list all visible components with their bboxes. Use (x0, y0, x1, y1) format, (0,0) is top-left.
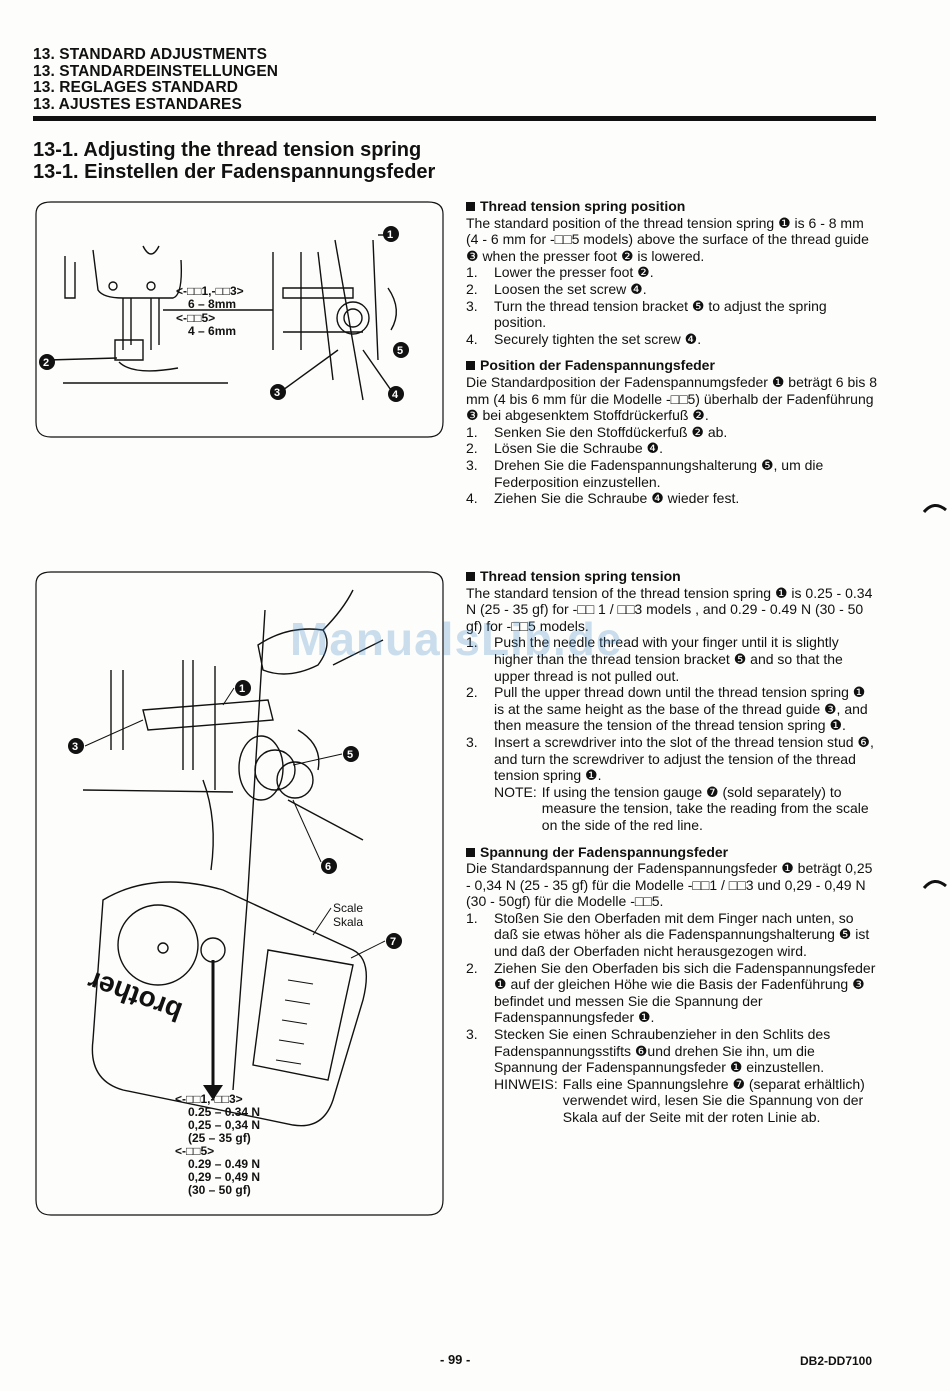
list-item: 1.Push the needle thread with your finge… (466, 634, 843, 684)
en-position-heading: Thread tension spring position (466, 198, 878, 215)
page-number: - 99 - (440, 1352, 471, 1367)
section-title-de: 13-1. Einstellen der Fadenspannungsfeder (33, 161, 436, 183)
fig2-val-a1: 0.25 – 0.34 N (188, 1105, 260, 1119)
en-position-intro: The standard position of the thread tens… (466, 214, 869, 264)
scale-label-de: Skala (333, 915, 363, 929)
callout-1: 1 (387, 229, 393, 241)
fig2-val-a3: (25 – 35 gf) (188, 1131, 251, 1145)
fig2-val-b2: 0,29 – 0,49 N (188, 1170, 260, 1184)
en-note: NOTE:If using the tension gauge ❼ (sold … (494, 783, 869, 833)
list-item: 4.Ziehen Sie die Schraube ❹ wieder fest. (466, 490, 740, 507)
callout-2: 2 (43, 357, 49, 369)
fig2-val-b1: 0.29 – 0.49 N (188, 1157, 260, 1171)
position-text: Thread tension spring position The stand… (466, 198, 878, 507)
en-tension-heading: Thread tension spring tension (466, 568, 878, 585)
callout-5: 5 (397, 345, 403, 357)
watermark: ManualsLib.de (290, 613, 623, 665)
chapter-header: 13. STANDARD ADJUSTMENTS 13. STANDARDEIN… (33, 46, 279, 113)
list-item: 1.Lower the presser foot ❷. (466, 264, 654, 281)
figure-spring-position: 1 2 3 4 5 <-□□1,-□□3> 6 – 8mm <-□□5> 4 –… (35, 201, 444, 438)
list-item: 2.Lösen Sie die Schraube ❹. (466, 440, 663, 457)
margin-mark-icon (922, 504, 947, 514)
list-item: 3.Turn the thread tension bracket ❺ to a… (466, 297, 827, 331)
de-position-heading: Position der Fadenspannungsfeder (466, 357, 878, 374)
de-position-intro: Die Standardposition der Fadenspannumgsf… (466, 373, 878, 424)
list-item: 4.Securely tighten the set screw ❹. (466, 330, 702, 347)
callout-3b: 3 (72, 741, 78, 753)
callout-6: 6 (325, 861, 331, 873)
list-item: 3.Stecken Sie einen Schraubenzieher in d… (466, 1026, 831, 1076)
header-line-es: 13. AJUSTES ESTANDARES (33, 95, 242, 113)
header-line-en: 13. STANDARD ADJUSTMENTS (33, 46, 268, 63)
de-note: HINWEIS:Falls eine Spannungslehre ❼ (sep… (494, 1075, 865, 1125)
section-title-en: 13-1. Adjusting the thread tension sprin… (33, 139, 422, 161)
header-line-de: 13. STANDARDEINSTELLUNGEN (33, 62, 279, 80)
list-item: 1.Senken Sie den Stoffdückerfuß ❷ ab. (466, 423, 728, 440)
scale-label-en: Scale (333, 901, 363, 915)
list-item: 3.Drehen Sie die Fadenspannungshalterung… (466, 456, 824, 490)
callout-3: 3 (274, 387, 280, 399)
en-tension-intro: The standard tension of the thread tensi… (466, 584, 873, 634)
list-item: 2.Pull the upper thread down until the t… (466, 684, 868, 734)
list-item: 1.Stoßen Sie den Oberfaden mit dem Finge… (466, 909, 870, 960)
fig1-models-b: <-□□5> (176, 311, 215, 325)
list-item: 3.Insert a screwdriver into the slot of … (466, 733, 874, 784)
tension-text: Thread tension spring tension The standa… (466, 568, 878, 1126)
callout-5b: 5 (347, 749, 353, 761)
margin-mark-icon (922, 880, 947, 890)
list-item: 2.Loosen the set screw ❹. (466, 280, 647, 297)
gauge-brand: brother (83, 965, 186, 1028)
callout-7: 7 (390, 936, 396, 948)
de-tension-heading: Spannung der Fadenspannungsfeder (466, 844, 878, 861)
fig2-models-a: <-□□1,-□□3> (175, 1092, 243, 1106)
callout-4: 4 (392, 389, 399, 401)
callout-1b: 1 (239, 683, 245, 695)
figure-spring-tension: brother 1 3 5 6 7 Scale Skala <-□□1,-□□3… (35, 571, 444, 1216)
header-line-fr: 13. REGLAGES STANDARD (33, 79, 239, 96)
fig2-val-b3: (30 – 50 gf) (188, 1183, 251, 1197)
fig1-models-a: <-□□1,-□□3> (176, 284, 244, 298)
header-rule (33, 116, 876, 121)
fig2-val-a2: 0,25 – 0,34 N (188, 1118, 260, 1132)
section-title: 13-1. Adjusting the thread tension sprin… (33, 139, 435, 183)
fig2-models-b: <-□□5> (175, 1144, 214, 1158)
document-code: DB2-DD7100 (800, 1354, 873, 1368)
de-tension-intro: Die Standardspannung der Fadenspannungsf… (466, 860, 873, 910)
fig1-dim-b: 4 – 6mm (188, 324, 236, 338)
list-item: 2.Ziehen Sie den Oberfaden bis sich die … (466, 959, 876, 1026)
fig1-dim-a: 6 – 8mm (188, 297, 236, 311)
